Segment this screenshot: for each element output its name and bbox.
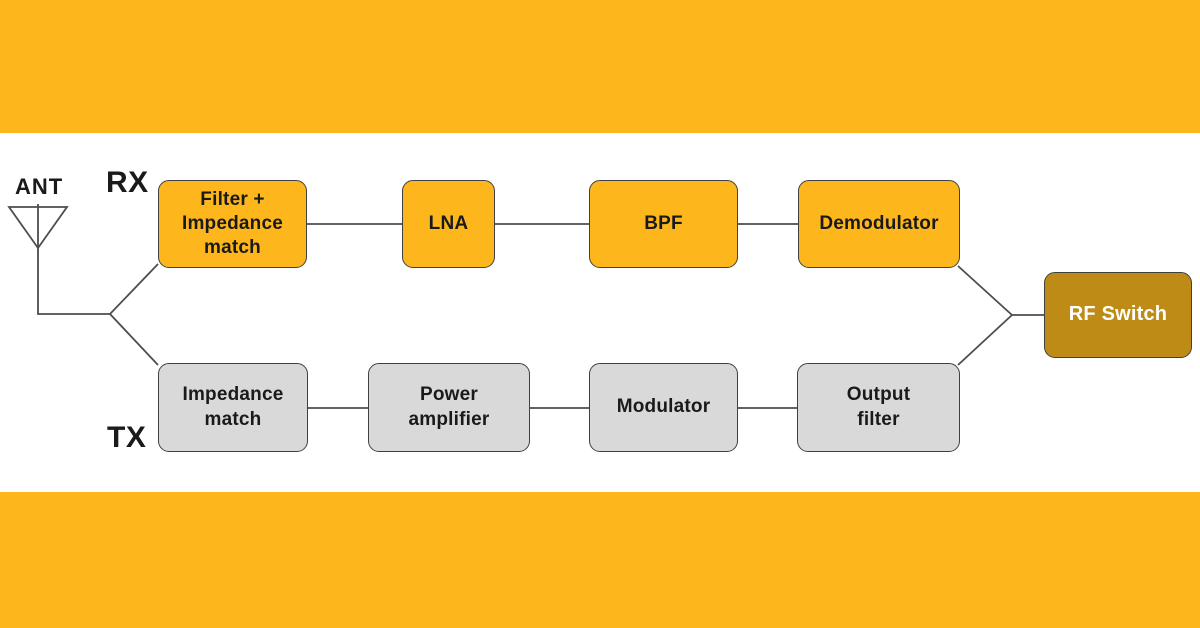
tx-label: TX [107,421,147,454]
block-modulator: Modulator [589,363,738,452]
antenna-feed-line [37,204,110,315]
block-power-amplifier: Power amplifier [368,363,530,452]
rx-to-switch-line [957,265,1013,316]
block-impedance-match: Impedance match [158,363,308,452]
rx-label: RX [106,166,149,199]
split-to-tx-line [109,313,159,366]
block-output-filter: Output filter [797,363,960,452]
top-band [0,0,1200,133]
split-to-rx-line [109,263,159,315]
tx-to-switch-line [957,314,1013,366]
bottom-band [0,492,1200,628]
ant-label: ANT [15,174,64,199]
block-demodulator: Demodulator [798,180,960,268]
block-bpf: BPF [589,180,738,268]
block-filter-impedance-match: Filter + Impedance match [158,180,307,268]
block-lna: LNA [402,180,495,268]
block-rf-switch: RF Switch [1044,272,1192,358]
